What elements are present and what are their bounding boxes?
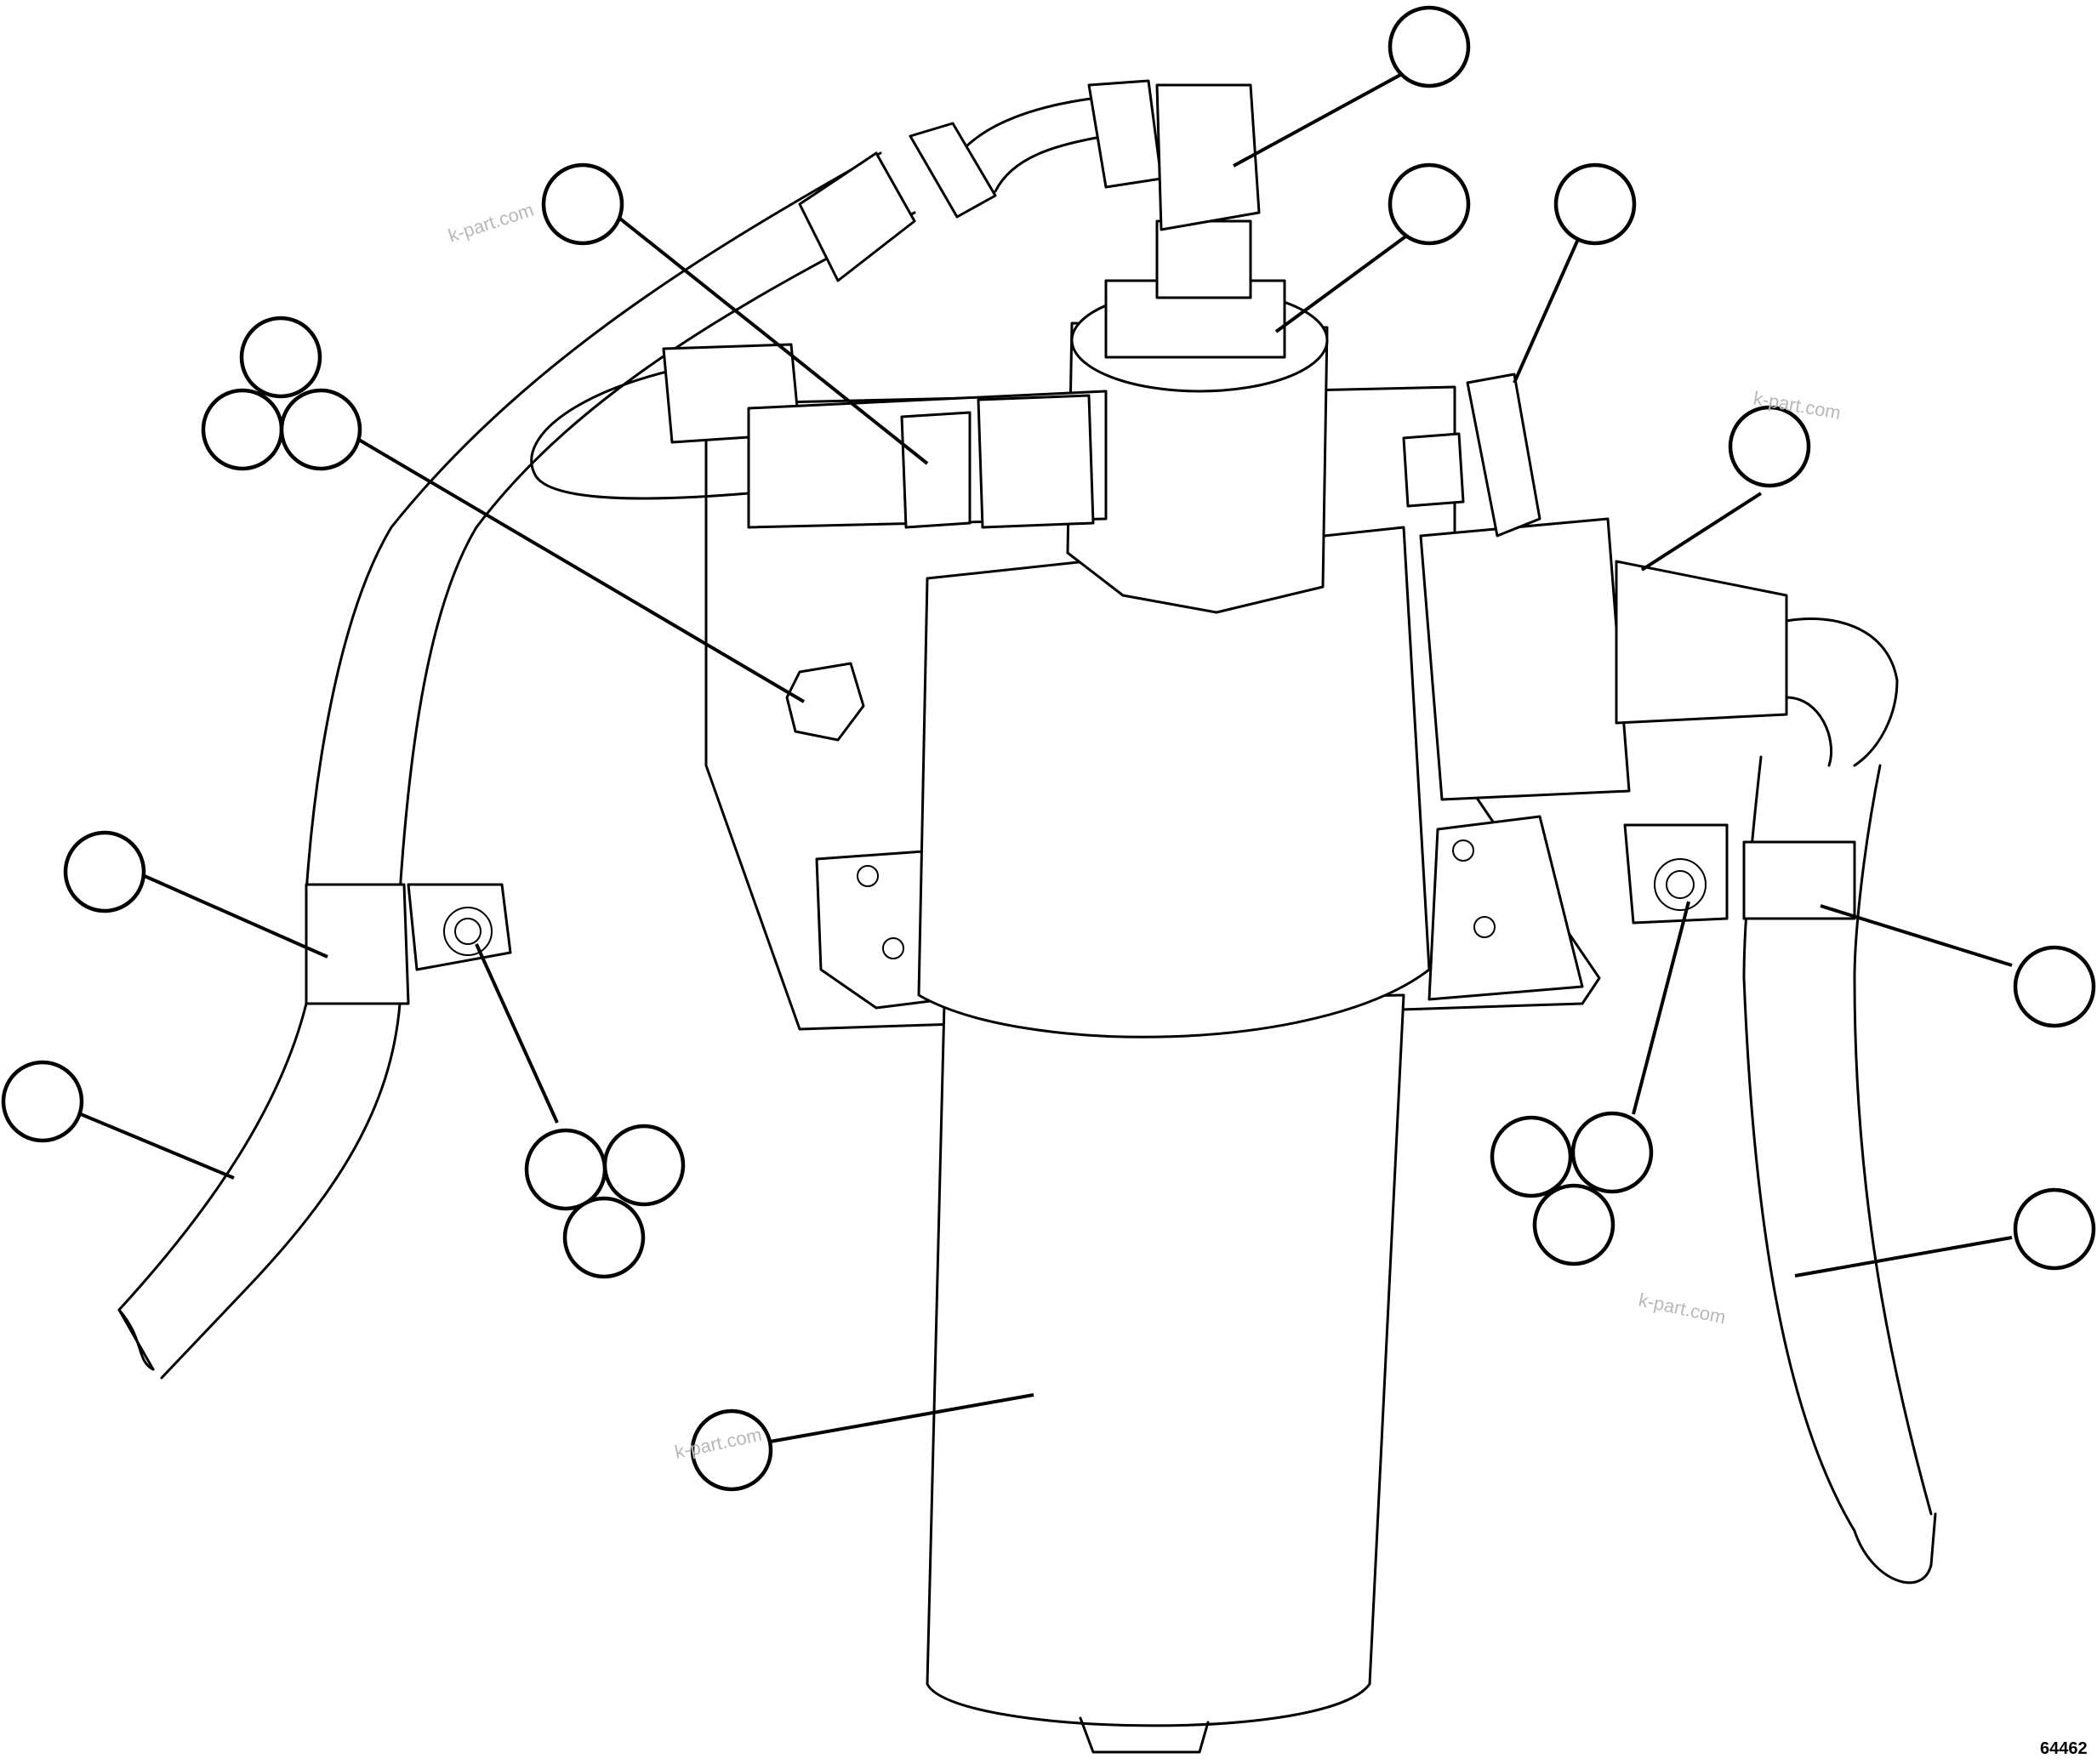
hex-nut-left xyxy=(785,662,865,742)
callout-circle[interactable] xyxy=(1388,5,1471,88)
vent-tube xyxy=(530,343,1108,529)
callout-circle[interactable] xyxy=(1570,1111,1654,1194)
fuel-filter-canister xyxy=(926,993,1405,1754)
callout-circle[interactable] xyxy=(201,388,284,471)
hose-clamp-left xyxy=(305,883,512,1005)
callout-circle[interactable] xyxy=(524,1128,607,1211)
callout-circle[interactable] xyxy=(562,1196,646,1279)
callout-circle[interactable] xyxy=(1532,1183,1615,1266)
callout-circle[interactable] xyxy=(690,1408,773,1492)
hose-left xyxy=(117,151,916,1380)
callout-circle[interactable] xyxy=(1388,162,1471,246)
top-hose-elbow xyxy=(909,79,1163,219)
callout-circle[interactable] xyxy=(2013,1187,2096,1271)
callout-circle[interactable] xyxy=(1553,162,1637,246)
leader-lines xyxy=(80,62,2013,1443)
callout-circle[interactable] xyxy=(2013,945,2096,1028)
callout-circle[interactable] xyxy=(602,1124,686,1207)
filter-head xyxy=(917,83,1431,1038)
watermark: k-part.com xyxy=(446,199,537,247)
callout-circle[interactable] xyxy=(1,1060,84,1143)
figure-number: 64462 xyxy=(2040,1739,2088,1758)
callout-circle[interactable] xyxy=(63,830,146,913)
callout-circle[interactable] xyxy=(1490,1115,1573,1198)
callout-circle[interactable] xyxy=(239,316,322,399)
callout-circle[interactable] xyxy=(541,162,624,246)
callout-circle[interactable] xyxy=(279,388,362,471)
outlet-block-right xyxy=(1402,373,1899,801)
callouts xyxy=(1,5,2096,1492)
watermark: k-part.com xyxy=(1637,1289,1728,1328)
hose-clamp-right xyxy=(1623,823,1856,925)
callout-circle[interactable] xyxy=(1728,405,1811,488)
